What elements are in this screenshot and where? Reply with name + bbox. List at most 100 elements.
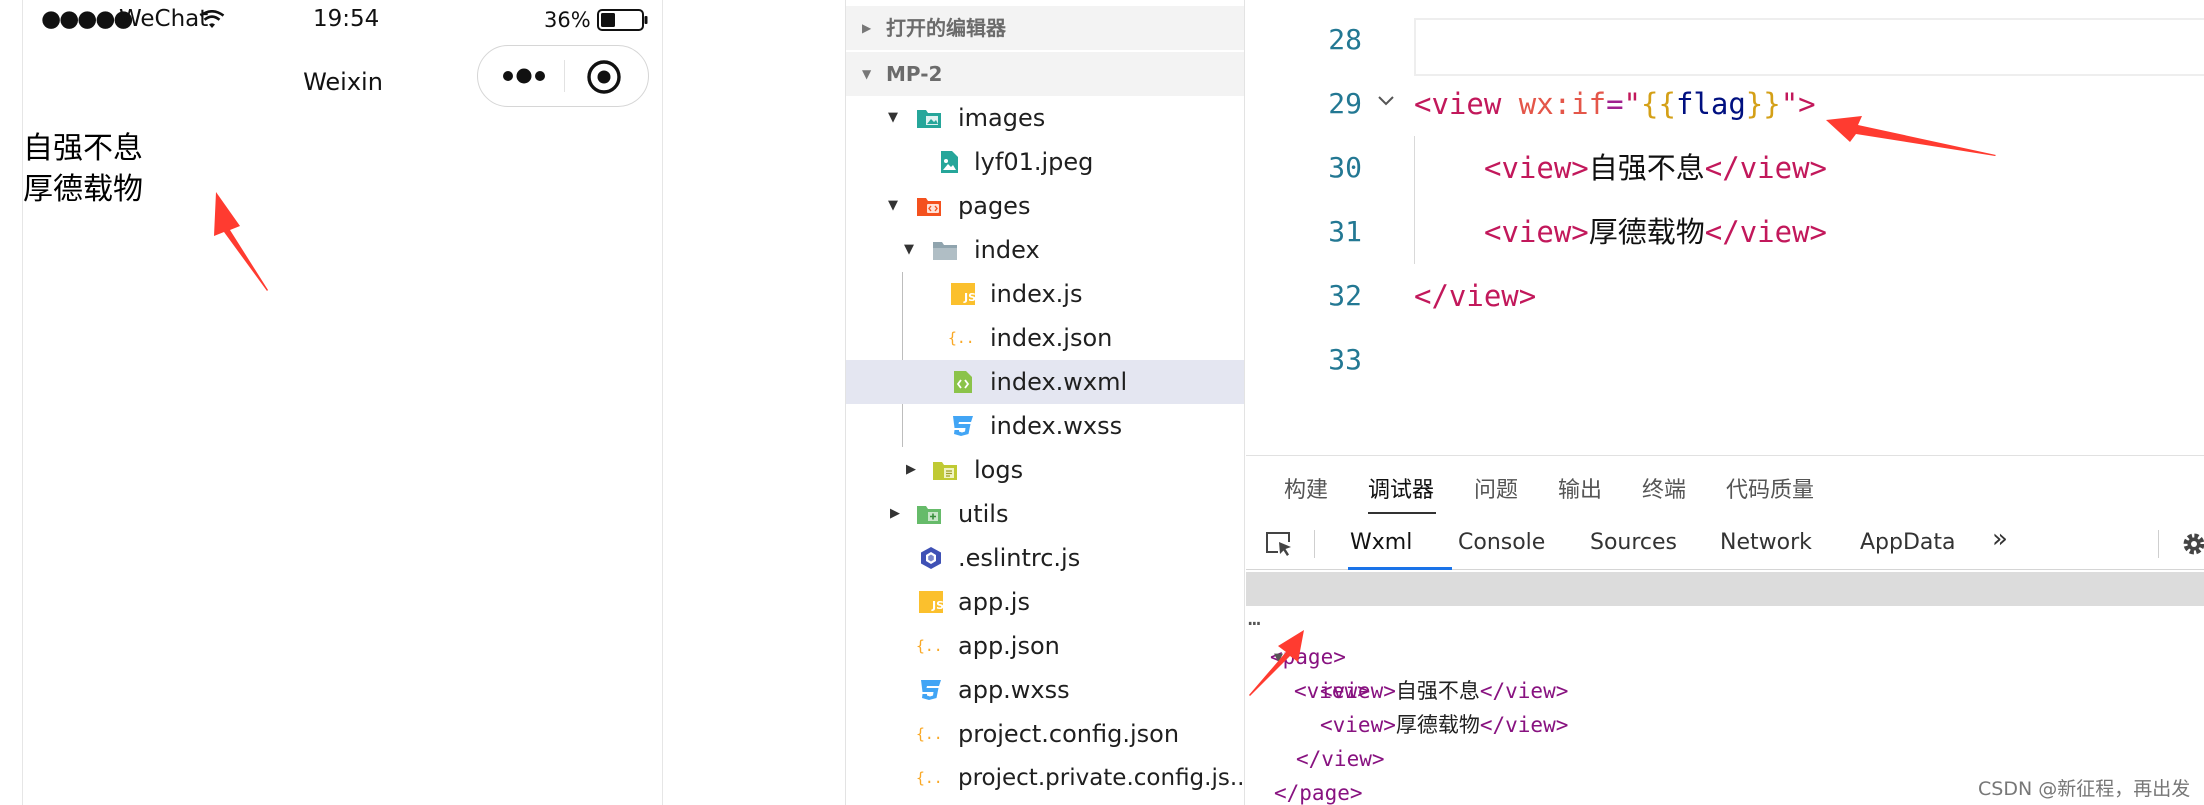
tree-node-view-close[interactable]: </view> <box>1296 747 1385 771</box>
tree-item-label: index.js <box>990 280 1083 308</box>
tree-item-app-json[interactable]: {..} app.json <box>846 624 1244 668</box>
carrier-label: WeChat <box>119 6 209 32</box>
tree-node-page-close[interactable]: </page> <box>1274 781 1363 805</box>
content-line-1: 自强不息 <box>23 131 143 166</box>
tab-console[interactable]: Console <box>1458 530 1546 555</box>
tree-item-label: app.js <box>958 588 1030 616</box>
svg-text:JS: JS <box>931 599 944 612</box>
tree-item-app-js[interactable]: JS app.js <box>846 580 1244 624</box>
json-file-icon: {..} <box>916 770 942 787</box>
tree-item-project-config[interactable]: {..} project.config.json <box>846 712 1244 756</box>
chevron-right-icon: ▶ <box>890 506 900 521</box>
tree-item-logs[interactable]: ▶ logs <box>846 448 1244 492</box>
tree-item-label: logs <box>974 456 1024 484</box>
toolbar-divider <box>2158 530 2159 558</box>
tree-item-index-wxml[interactable]: index.wxml <box>846 360 1244 404</box>
tab-problems[interactable]: 问题 <box>1474 478 1519 503</box>
code-line-28[interactable]: 28 <box>1246 8 2204 76</box>
code-line-29[interactable]: 29 <view wx:if="{{flag}}"> <box>1246 72 2204 136</box>
tab-build[interactable]: 构建 <box>1284 478 1329 503</box>
active-tab-indicator <box>1368 512 1436 514</box>
tab-output[interactable]: 输出 <box>1558 478 1603 503</box>
project-section[interactable]: ▼ MP-2 <box>846 52 1244 96</box>
status-bar: ●●●●● WeChat 19:54 36% <box>23 0 662 40</box>
tree-item-images[interactable]: ▼ images <box>846 96 1244 140</box>
line-number: 28 <box>1328 23 1362 56</box>
battery-icon <box>597 9 648 31</box>
tree-item-lyf01-jpeg[interactable]: lyf01.jpeg <box>846 140 1244 184</box>
tree-item-index-json[interactable]: {..} index.json <box>846 316 1244 360</box>
tree-node-page[interactable]: ⋯ <page> <box>1246 572 2204 669</box>
tree-item-eslintrc[interactable]: .eslintrc.js <box>846 536 1244 580</box>
indent-guide <box>1414 136 1415 264</box>
tree-node-view-child-2[interactable]: <view>厚德载物</view> <box>1320 713 1569 737</box>
svg-text:{..}: {..} <box>948 330 974 347</box>
tree-item-label: index.wxss <box>990 412 1123 440</box>
tree-item-project-private-config[interactable]: {..} project.private.config.js... <box>846 756 1252 800</box>
debug-panel: 构建 调试器 问题 输出 终端 代码质量 Wxml Console Source… <box>1246 455 2204 805</box>
line-number: 29 <box>1328 87 1362 120</box>
json-file-icon: {..} <box>948 330 974 347</box>
devtools-tab-bar: Wxml Console Sources Network AppData » <box>1246 518 2204 570</box>
tree-item-label: images <box>958 104 1046 132</box>
tree-item-label: index <box>974 236 1040 264</box>
tree-item-label: utils <box>958 500 1009 528</box>
tree-item-label: project.private.config.js... <box>958 765 1252 791</box>
image-file-icon <box>941 151 958 173</box>
page-content: 自强不息 厚德载物 <box>23 128 143 210</box>
tree-node-view-child-1[interactable]: <view>自强不息</view> <box>1320 679 1569 703</box>
tab-sources[interactable]: Sources <box>1590 530 1678 555</box>
active-devtab-indicator <box>1348 567 1452 570</box>
logs-folder-icon <box>933 462 957 480</box>
chevron-down-icon: ▼ <box>888 110 898 125</box>
code-text: <view wx:if="{{flag}}"> <box>1414 87 1816 121</box>
code-line-33[interactable]: 33 <box>1246 328 2204 392</box>
js-file-icon: JS <box>919 591 944 613</box>
code-line-30[interactable]: 30 <view>自强不息</view> <box>1246 136 2204 200</box>
status-time: 19:54 <box>313 6 380 32</box>
tab-code-quality[interactable]: 代码质量 <box>1726 478 1815 503</box>
wxml-file-icon <box>954 371 972 393</box>
fold-chevron-icon[interactable] <box>1376 94 1396 108</box>
tree-item-index-folder[interactable]: ▼ index <box>846 228 1244 272</box>
capsule-divider <box>564 60 565 92</box>
eslint-file-icon <box>921 547 941 569</box>
code-text: <view>厚德载物</view> <box>1484 215 1827 249</box>
tree-item-pages[interactable]: ▼ pages <box>846 184 1244 228</box>
tab-wxml[interactable]: Wxml <box>1350 530 1413 555</box>
chevron-right-icon: ▶ <box>906 462 916 477</box>
tree-item-app-wxss[interactable]: app.wxss <box>846 668 1244 712</box>
code-editor[interactable]: 28 29 <view wx:if="{{flag}}"> 30 <view>自… <box>1246 0 2204 455</box>
code-line-31[interactable]: 31 <view>厚德载物</view> <box>1246 200 2204 264</box>
line-number: 31 <box>1328 215 1362 248</box>
more-icon[interactable] <box>498 59 552 93</box>
utils-folder-icon <box>917 506 941 524</box>
svg-text:{..}: {..} <box>916 726 942 743</box>
svg-text:JS: JS <box>963 291 976 304</box>
chevron-down-icon: ▼ <box>888 198 898 213</box>
code-line-32[interactable]: 32 </view> <box>1246 264 2204 328</box>
panel-tab-bar: 构建 调试器 问题 输出 终端 代码质量 <box>1246 456 2204 516</box>
svg-text:{..}: {..} <box>916 770 942 787</box>
tab-debugger[interactable]: 调试器 <box>1368 478 1435 503</box>
image-folder-icon <box>917 110 941 128</box>
gear-icon[interactable] <box>2180 530 2204 558</box>
content-line-2: 厚德载物 <box>23 172 143 207</box>
tree-item-index-wxss[interactable]: index.wxss <box>846 404 1244 448</box>
tree-node-view[interactable]: ▼ <view> <box>1246 606 2204 703</box>
tab-network[interactable]: Network <box>1720 530 1812 555</box>
line-number: 32 <box>1328 279 1362 312</box>
tree-item-utils[interactable]: ▶ utils <box>846 492 1244 536</box>
css-file-icon <box>921 680 941 700</box>
close-mini-program-icon[interactable] <box>586 59 622 95</box>
tab-terminal[interactable]: 终端 <box>1642 478 1687 503</box>
tab-appdata[interactable]: AppData <box>1860 530 1956 555</box>
tree-item-label: lyf01.jpeg <box>974 148 1094 176</box>
json-file-icon: {..} <box>916 726 942 743</box>
inspect-element-icon[interactable] <box>1264 530 1294 558</box>
tree-item-label: .eslintrc.js <box>958 544 1081 572</box>
more-tabs-icon[interactable]: » <box>1992 524 2008 554</box>
tree-item-index-js[interactable]: JS index.js <box>846 272 1244 316</box>
open-editors-section[interactable]: ▶ 打开的编辑器 <box>846 6 1244 50</box>
tree-item-label: app.wxss <box>958 676 1070 704</box>
